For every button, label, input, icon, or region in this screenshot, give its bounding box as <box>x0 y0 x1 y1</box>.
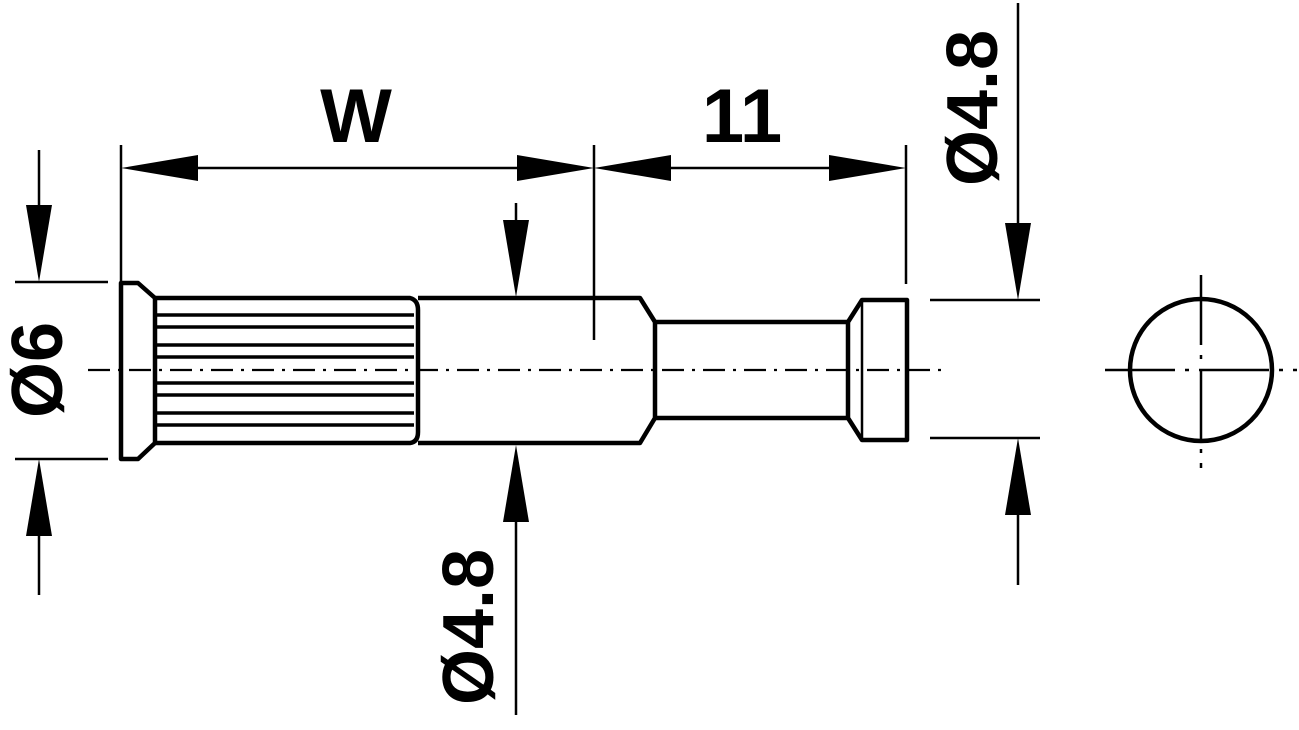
dimension-label-tip-diameter: Ø4.8 <box>933 30 1013 186</box>
arrow-left-icon <box>121 155 198 181</box>
arrow-right-icon <box>829 155 906 181</box>
dowel-side-view <box>88 280 945 462</box>
dimension-label-head-diameter: Ø6 <box>0 322 78 418</box>
dimension-label-shank-diameter: Ø4.8 <box>429 549 509 705</box>
arrow-right-icon <box>517 155 594 181</box>
dimension-shank-diameter: Ø4.8 <box>429 203 529 715</box>
dowel-ribs <box>155 313 414 427</box>
dimension-head-diameter: Ø6 <box>0 150 108 595</box>
dimension-tip-diameter: Ø4.8 <box>930 3 1040 585</box>
dowel-shank <box>418 295 658 446</box>
arrow-up-icon <box>503 445 529 522</box>
dimension-11: 11 <box>594 74 908 284</box>
arrow-left-icon <box>594 155 671 181</box>
dowel-end-view <box>1105 275 1297 468</box>
arrow-up-icon <box>26 459 52 536</box>
arrow-up-icon <box>1005 438 1031 515</box>
arrow-down-icon <box>1005 223 1031 300</box>
dimension-label-11: 11 <box>702 74 782 159</box>
dowel-neck <box>655 319 848 421</box>
dimension-label-w: W <box>320 74 392 159</box>
arrow-down-icon <box>26 205 52 282</box>
arrow-down-icon <box>503 220 529 297</box>
dimension-w: W <box>119 74 596 340</box>
